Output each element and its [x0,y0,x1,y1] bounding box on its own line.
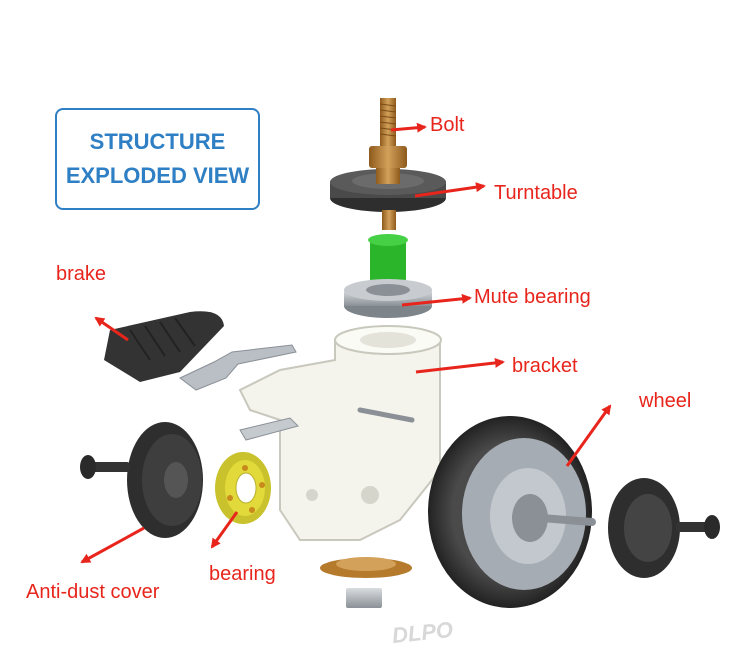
arrow-mute-bearing [401,293,472,307]
arrow-wheel [565,404,612,467]
hub-cap-part [608,478,720,578]
label-bearing: bearing [209,563,276,585]
label-bracket: bracket [512,355,578,377]
wheel-part [428,416,596,608]
bearing-part [215,452,271,524]
label-anti-dust-cover: Anti-dust cover [26,581,160,603]
label-wheel: wheel [639,390,692,412]
brake-part [104,311,224,382]
title-line-2: EXPLODED VIEW [65,163,250,188]
callout-arrows [80,122,612,564]
green-bushing-part [368,234,408,282]
arrow-bracket [415,357,505,374]
arrow-anti-dust-cover [80,526,145,564]
arrow-brake [94,316,129,342]
title-line-1: STRUCTURE [89,129,226,154]
label-mute-bearing: Mute bearing [474,286,591,308]
lock-nut-part [320,557,412,608]
mute-bearing-part [344,279,432,318]
anti-dust-cover-part [80,422,203,538]
label-turntable: Turntable [494,182,578,204]
brake-plate-part [179,344,299,441]
arrow-bearing [210,511,239,549]
bolt-part [369,98,407,170]
label-brake: brake [56,263,107,285]
title-box: STRUCTURE EXPLODED VIEW [55,108,260,210]
arrow-turntable [414,182,486,198]
turntable-part [330,168,446,230]
label-bolt: Bolt [430,114,465,136]
arrow-bolt [390,122,427,133]
